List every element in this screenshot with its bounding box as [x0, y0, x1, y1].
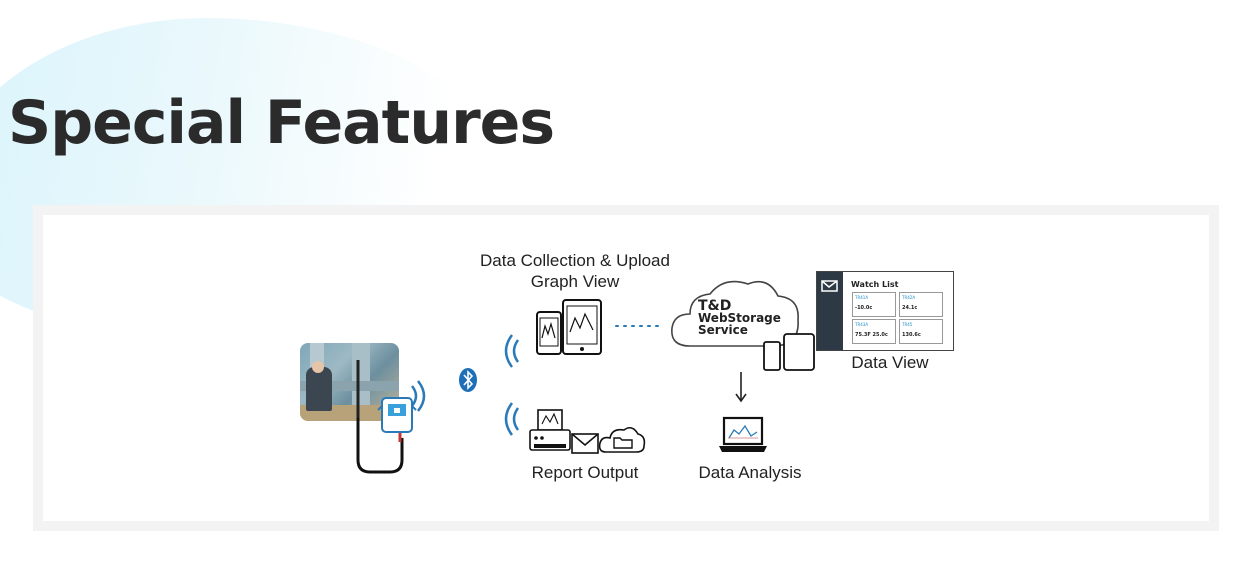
watch-list-screen: Watch List TR41A -10.0c TR42A 24.1c TR43…	[816, 271, 954, 351]
mail-icon	[821, 280, 838, 292]
cloud-line-2: WebStorage	[698, 311, 781, 325]
cloud-line-3: Service	[698, 323, 748, 337]
cloud-devices	[763, 333, 815, 371]
watch-list-cell: TR45 130.6c	[899, 319, 943, 344]
field-photo	[300, 343, 399, 421]
data-collection-label: Data Collection & Upload	[480, 251, 670, 270]
watch-list-sidebar	[817, 272, 843, 350]
watch-list-cell: TR41A -10.0c	[852, 292, 896, 317]
report-output-label: Report Output	[531, 463, 639, 482]
cloud-icon	[671, 280, 799, 347]
arrow-down-icon	[735, 372, 747, 403]
cloud-service-name: T&D WebStorage Service	[698, 298, 781, 337]
data-logger-device	[356, 360, 417, 474]
laptop-icon	[719, 416, 767, 452]
watch-list-cell-value: 24.1c	[902, 305, 918, 311]
watch-list-cell-name: TR42A	[902, 295, 916, 300]
watch-list-cell-value: 130.6c	[902, 332, 921, 338]
data-view-label: Data View	[851, 353, 929, 372]
watch-list-cell: TR43A 75.3F 25.0c	[852, 319, 896, 344]
graph-view-label: Graph View	[530, 272, 620, 291]
dotted-connector	[615, 325, 665, 327]
watch-list-cell: TR42A 24.1c	[899, 292, 943, 317]
data-analysis-label: Data Analysis	[698, 463, 802, 482]
page-title: Special Features	[8, 88, 555, 158]
bluetooth-icon	[459, 368, 477, 392]
report-output-icons	[529, 409, 646, 454]
wireless-signal-icon	[504, 402, 520, 436]
diagram-panel	[33, 205, 1219, 531]
folder-cloud-icon	[598, 426, 646, 453]
watch-list-cell-name: TR41A	[855, 295, 869, 300]
watch-list-cell-value: -10.0c	[855, 305, 873, 311]
watch-list-cell-name: TR43A	[855, 322, 869, 327]
watch-list-cell-name: TR45	[902, 322, 913, 327]
wireless-signal-icon	[504, 334, 520, 368]
printer-icon	[529, 409, 571, 451]
diagram-panel-inner	[43, 215, 1209, 521]
watch-list-cell-value: 75.3F 25.0c	[855, 332, 888, 338]
cloud-line-1: T&D	[698, 298, 732, 314]
mobile-devices-graph	[536, 299, 602, 355]
email-icon	[571, 433, 599, 454]
wireless-signal-icon	[410, 380, 426, 412]
watch-list-title: Watch List	[851, 280, 899, 289]
